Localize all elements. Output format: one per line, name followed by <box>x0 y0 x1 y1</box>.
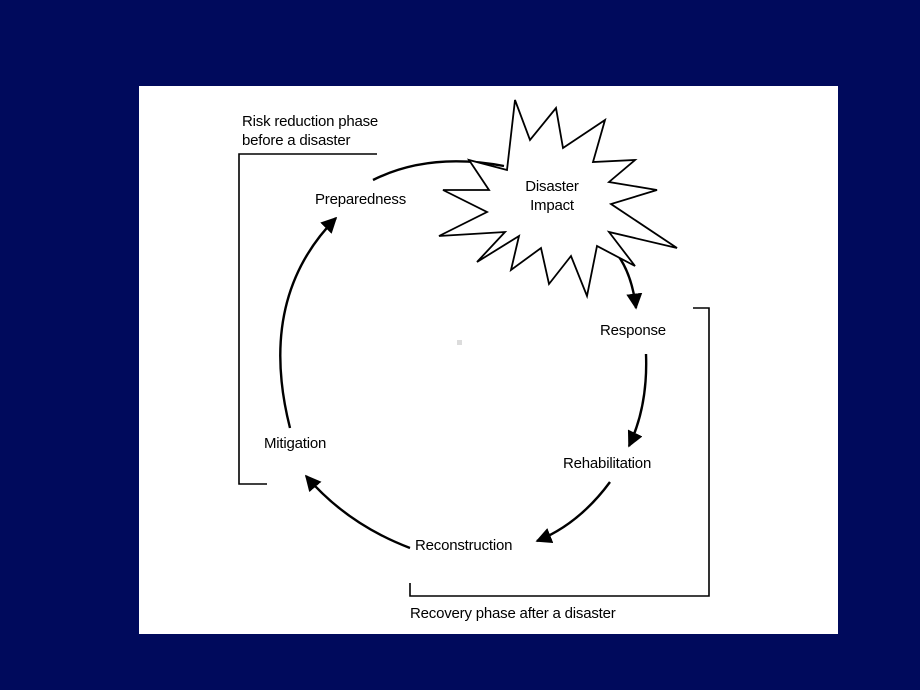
diagram-panel: Risk reduction phase before a disaster D… <box>139 86 838 634</box>
disaster-impact-starburst <box>438 99 678 300</box>
risk-phase-label-line1: Risk reduction phase <box>242 113 379 130</box>
recovery-phase-label: Recovery phase after a disaster <box>410 605 616 622</box>
center-mark <box>457 340 462 345</box>
arc-preparedness-to-impact <box>372 160 505 182</box>
arc-response-to-rehabilitation <box>627 353 648 448</box>
stage-reconstruction: Reconstruction <box>415 537 513 554</box>
stage-mitigation: Mitigation <box>264 435 327 452</box>
disaster-impact-label-line2: Impact <box>530 197 574 214</box>
recovery-phase-bracket <box>409 307 710 597</box>
stage-response: Response <box>600 322 666 339</box>
arc-rehabilitation-to-reconstruction <box>535 481 611 544</box>
risk-phase-label-line2: before a disaster <box>242 132 351 149</box>
disaster-impact-label-line1: Disaster <box>525 178 579 195</box>
disaster-cycle-diagram <box>238 99 710 597</box>
stage-rehabilitation: Rehabilitation <box>563 455 652 472</box>
risk-phase-bracket <box>238 153 377 485</box>
stage-preparedness: Preparedness <box>315 191 406 208</box>
arc-mitigation-to-preparedness <box>279 216 338 429</box>
arc-reconstruction-to-mitigation <box>304 474 411 550</box>
disaster-impact-label: Disaster Impact <box>509 177 595 215</box>
risk-phase-label: Risk reduction phase before a disaster <box>242 112 378 150</box>
